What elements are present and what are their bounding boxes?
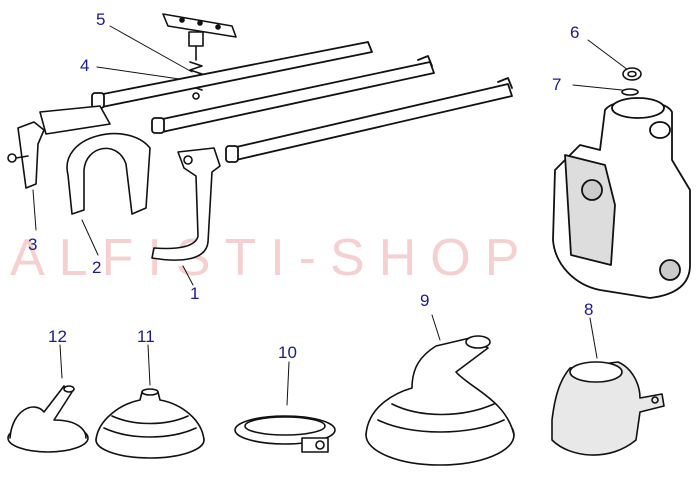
callout-11: 11: [137, 327, 155, 346]
part-3-fork-left: [7, 121, 45, 189]
callout-6: 6: [570, 23, 580, 42]
part-12-small-boot: [7, 385, 89, 453]
callout-5: 5: [96, 10, 106, 29]
part-2-shift-fork: [39, 105, 151, 215]
callout-8: 8: [584, 300, 594, 319]
callout-2: 2: [92, 258, 102, 277]
part-11-boot: [95, 388, 205, 459]
callout-9: 9: [420, 291, 430, 310]
part-5-plunger-plate: [162, 13, 237, 61]
leader-lines: [32, 25, 629, 406]
callout-10: 10: [278, 343, 297, 362]
part-10-clamp-ring: [234, 415, 336, 453]
gearbox-housing: [552, 97, 691, 299]
callout-4: 4: [80, 56, 90, 75]
part-1-fork: [151, 147, 221, 261]
part-8-mount: [551, 361, 665, 456]
watermark: ALFISTI-SHOP: [10, 229, 534, 287]
callout-3: 3: [28, 235, 38, 254]
callout-1: 1: [190, 284, 200, 303]
part-7-washer: [621, 88, 639, 96]
callout-7: 7: [552, 75, 562, 94]
part-6-nut: [622, 67, 642, 81]
selector-rods: [91, 41, 513, 163]
callout-12: 12: [48, 327, 67, 346]
part-9-gear-boot: [365, 335, 515, 466]
